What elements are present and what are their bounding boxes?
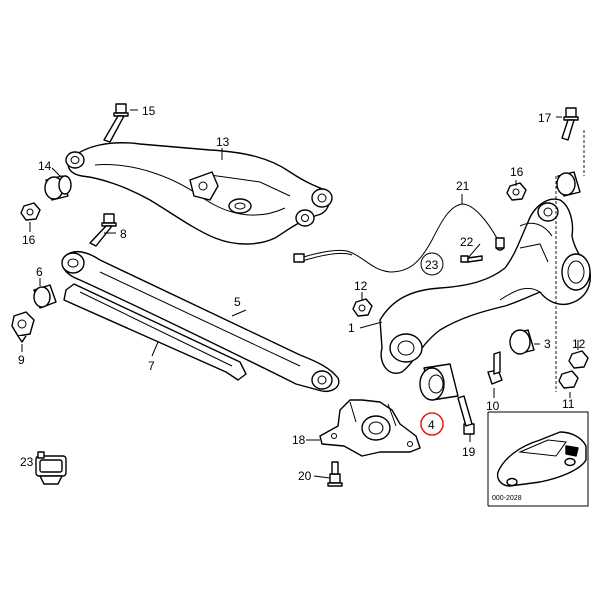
- nut-12-right: [568, 350, 589, 369]
- washer-11: [558, 370, 579, 389]
- callout-15: 15: [142, 104, 156, 118]
- wheel-carrier-1: [379, 198, 591, 374]
- bolt-8: [89, 213, 117, 247]
- callout-8: 8: [120, 227, 127, 241]
- leader-lines: [21, 109, 579, 479]
- callout-7: 7: [148, 359, 155, 373]
- bushing-14: [44, 175, 72, 201]
- bushing-4: [419, 363, 459, 401]
- callout-3: 3: [544, 337, 551, 351]
- bushing-3: [509, 329, 535, 355]
- callout-12-right: 12: [572, 337, 586, 351]
- callout-4: 4: [428, 418, 435, 432]
- callout-1: 1: [348, 321, 355, 335]
- control-arm-13: [65, 142, 333, 245]
- nut-16-left: [20, 202, 41, 221]
- inset-code: 000-2028: [492, 495, 522, 502]
- bolt-17: [561, 107, 579, 141]
- highlight-ring: [420, 412, 444, 436]
- callout-14: 14: [38, 159, 52, 173]
- callout-22: 22: [460, 235, 474, 249]
- lower-link-5: [61, 250, 340, 392]
- callout-10: 10: [486, 399, 500, 413]
- callout-16-left: 16: [22, 233, 36, 247]
- bolt-19: [457, 395, 475, 435]
- callout-13: 13: [216, 135, 230, 149]
- dash-right: [555, 130, 585, 392]
- bolt-10: [487, 351, 503, 385]
- nut-12-left: [352, 298, 373, 317]
- sensor-wire-21: [293, 203, 505, 273]
- circle-23: [420, 252, 444, 276]
- bracket-18: [319, 399, 421, 457]
- nut-16-right: [506, 182, 527, 201]
- callout-17: 17: [538, 111, 552, 125]
- callout-5: 5: [234, 295, 241, 309]
- bolt-20: [327, 461, 343, 487]
- trim-strip-7: [63, 283, 247, 381]
- bushing-6: [33, 284, 57, 309]
- callout-12-left: 12: [354, 279, 368, 293]
- bolt-15: [103, 103, 129, 143]
- nut-9: [11, 311, 35, 343]
- callouts: 15 13 14 16 8 6 9 5 7 21 17 16 22 23 12 …: [18, 104, 586, 502]
- callout-6: 6: [36, 265, 43, 279]
- clip-23: [35, 451, 67, 485]
- callout-16-right: 16: [510, 165, 524, 179]
- screw-22: [460, 255, 483, 263]
- callout-20: 20: [298, 469, 312, 483]
- callout-21: 21: [456, 179, 470, 193]
- callout-23-circled: 23: [425, 258, 439, 272]
- callout-11: 11: [562, 397, 575, 411]
- callout-19: 19: [462, 445, 476, 459]
- bushing-upper-right: [556, 171, 581, 197]
- inset-car: [487, 411, 589, 507]
- callout-18: 18: [292, 433, 306, 447]
- callout-23-icon: 23: [20, 455, 34, 469]
- callout-9: 9: [18, 353, 25, 367]
